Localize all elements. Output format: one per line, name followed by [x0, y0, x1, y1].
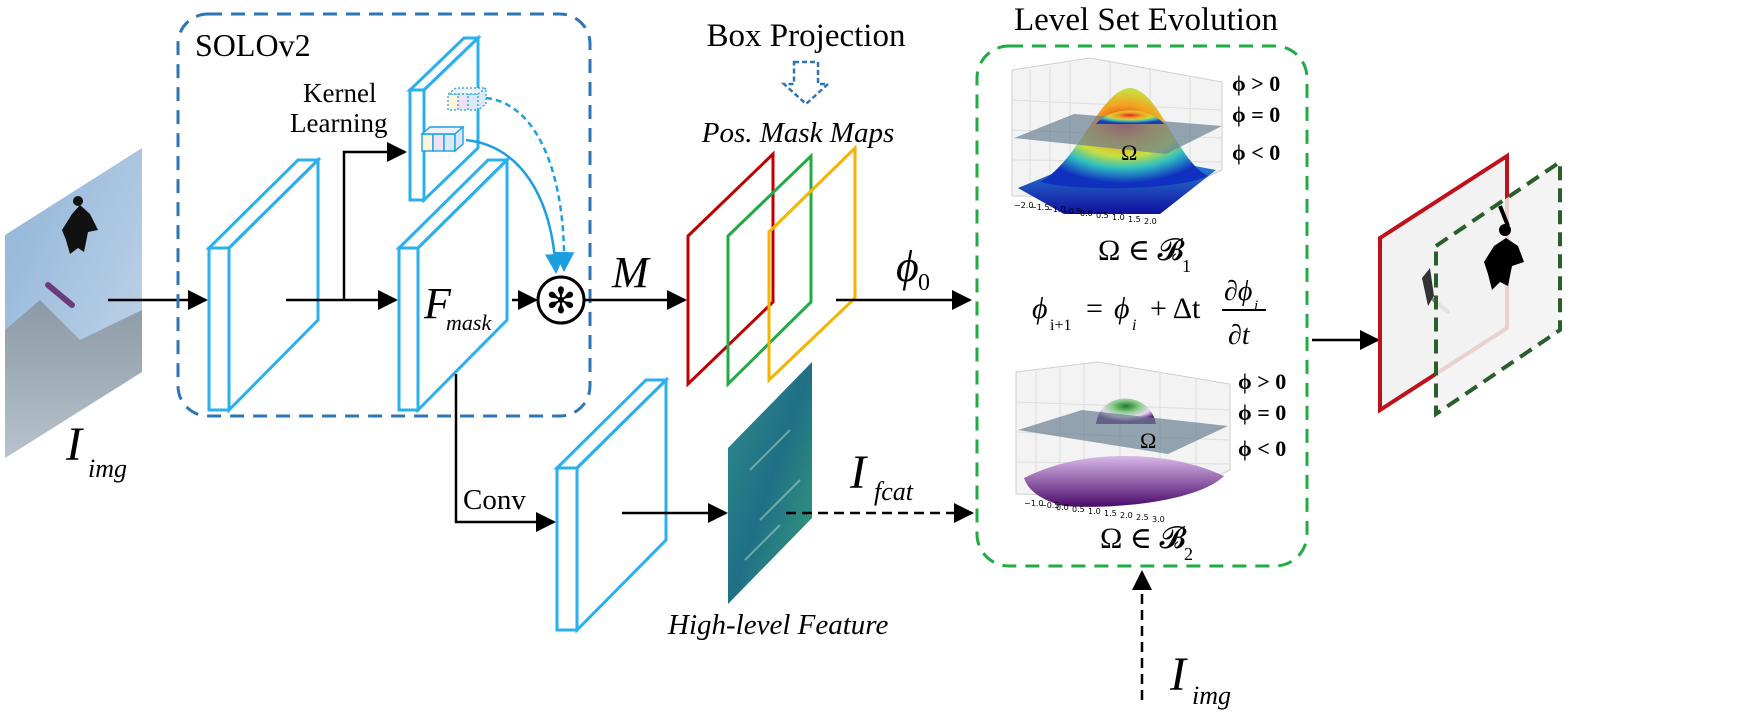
mask-map-green	[726, 152, 813, 388]
omega-b1-label: Ω ∈ 𝓑 1	[1098, 234, 1191, 276]
kernel-learning-line2: Learning	[290, 108, 387, 138]
svg-text:2.0: 2.0	[1120, 511, 1133, 520]
eq-phi-subscript: i	[1132, 317, 1136, 334]
phi-eq-top: ϕ = 0	[1232, 102, 1280, 127]
phi0-subscript: 0	[918, 270, 930, 296]
svg-text:2.5: 2.5	[1136, 513, 1149, 522]
level-set-title: Level Set Evolution	[1014, 2, 1278, 38]
eq-equals: =	[1086, 292, 1103, 325]
input-image	[5, 148, 142, 458]
svg-text:1.0: 1.0	[1112, 213, 1125, 222]
input-subscript: img	[88, 454, 127, 483]
svg-text:−1.0: −1.0	[1046, 205, 1065, 214]
svg-text:−2.0: −2.0	[1014, 201, 1033, 210]
box-projection-arrow	[780, 60, 832, 106]
omega-b2-main: Ω ∈ 𝓑	[1100, 522, 1187, 555]
svg-text:−1.5: −1.5	[1030, 203, 1049, 212]
omega-bottom: Ω	[1140, 428, 1156, 453]
svg-text:0.0: 0.0	[1080, 209, 1093, 218]
kernel-to-conv-dashed-arrow	[485, 96, 575, 272]
omega-b2-label: Ω ∈ 𝓑 2	[1100, 522, 1193, 564]
eq-numerator-subscript: i	[1254, 298, 1258, 314]
eq-denominator: ∂t	[1228, 320, 1251, 351]
kernel-cube-dashed	[446, 86, 488, 112]
phi0-main: ϕ	[896, 242, 919, 291]
svg-text:−0.5: −0.5	[1062, 207, 1081, 216]
kernel-learning-line1: Kernel	[303, 78, 376, 108]
phi-lt-bottom: ϕ < 0	[1238, 436, 1286, 461]
svg-text:0.0: 0.0	[1056, 503, 1069, 512]
svg-text:1.5: 1.5	[1104, 509, 1117, 518]
phi-gt-bottom: ϕ > 0	[1238, 369, 1286, 394]
svg-text:0.5: 0.5	[1072, 505, 1085, 514]
conv-operator-symbol: ✻	[546, 281, 576, 322]
svg-text:1.0: 1.0	[1088, 507, 1101, 516]
svg-text:−1.0: −1.0	[1024, 499, 1043, 508]
kernel-cube-solid	[420, 125, 465, 153]
omega-b1-subscript: 1	[1182, 256, 1191, 276]
conv-block	[553, 376, 670, 634]
input-label: I img	[65, 418, 127, 483]
fmask-main: F	[423, 279, 452, 328]
bottom-input-label: I img	[1169, 648, 1231, 710]
phi0-label: ϕ 0	[896, 242, 930, 296]
omega-b2-subscript: 2	[1184, 544, 1193, 564]
bottom-input-symbol: I	[1169, 648, 1188, 701]
level-set-plot-bottom: Ω −1.0 −0.5 0.0 0.5 1.0 1.5 2.0 2.5 3.0	[1015, 361, 1231, 524]
svg-text:−0.5: −0.5	[1040, 501, 1059, 510]
ifcat-label: I fcat	[849, 446, 914, 506]
solov2-title: SOLOv2	[195, 27, 311, 63]
backbone-feature-block	[205, 156, 322, 414]
high-level-feature-map	[728, 362, 812, 604]
fmask-block	[395, 156, 511, 414]
fmask-label: F mask	[423, 279, 492, 335]
level-set-plot-top: Ω −2.0 −1.5 −1.0 −0.5 0.0 0.5 1.0 1.5 2.…	[1011, 57, 1223, 226]
fmask-subscript: mask	[446, 310, 492, 335]
phi-eq-bottom: ϕ = 0	[1238, 400, 1286, 425]
kernel-to-conv-solid-arrow	[465, 138, 566, 274]
bottom-input-subscript: img	[1192, 681, 1231, 710]
axis-ticks-bottom: −1.0 −0.5 0.0 0.5 1.0 1.5 2.0 2.5 3.0	[1024, 499, 1165, 524]
svg-text:0.5: 0.5	[1096, 211, 1109, 220]
solov2-box	[176, 12, 592, 418]
eq-numerator: ∂ϕ	[1224, 276, 1252, 307]
svg-text:1.5: 1.5	[1128, 215, 1141, 224]
pos-mask-maps-label: Pos. Mask Maps	[701, 117, 895, 149]
eq-plus-dt: + Δt	[1150, 292, 1201, 325]
axis-ticks-top: −2.0 −1.5 −1.0 −0.5 0.0 0.5 1.0 1.5 2.0	[1014, 201, 1157, 226]
ifcat-subscript: fcat	[874, 477, 914, 506]
phi-gt-top: ϕ > 0	[1232, 71, 1280, 96]
level-set-equation: ϕ i+1 = ϕ i + Δt ∂ϕ i ∂t	[1032, 276, 1266, 351]
arrow-to-kernel-branch	[342, 142, 407, 300]
conv-label: Conv	[463, 484, 526, 516]
eq-phi: ϕ	[1114, 292, 1130, 325]
arrow-fmask-to-conv-block	[454, 374, 556, 532]
svg-text:2.0: 2.0	[1144, 217, 1157, 226]
mask-map-yellow	[767, 144, 857, 384]
svg-text:3.0: 3.0	[1152, 515, 1165, 524]
dynamic-conv-operator: ✻	[536, 275, 586, 325]
high-level-feature-label: High-level Feature	[667, 609, 888, 641]
mask-map-red	[686, 150, 775, 388]
kernel-block	[406, 34, 482, 204]
m-label: M	[611, 248, 651, 297]
box-projection-label: Box Projection	[707, 18, 906, 54]
omega-top: Ω	[1121, 140, 1137, 165]
phi-lt-top: ϕ < 0	[1232, 140, 1280, 165]
output-mask-green	[1434, 158, 1562, 418]
ifcat-main: I	[849, 446, 868, 499]
eq-lhs-subscript: i+1	[1050, 317, 1071, 334]
eq-lhs: ϕ	[1032, 292, 1048, 325]
omega-b1-main: Ω ∈ 𝓑	[1098, 234, 1185, 267]
phi-labels-top: ϕ > 0 ϕ = 0 ϕ < 0	[1232, 71, 1280, 165]
level-set-box	[975, 44, 1309, 568]
input-symbol: I	[65, 418, 84, 471]
phi-labels-bottom: ϕ > 0 ϕ = 0 ϕ < 0	[1238, 369, 1286, 461]
